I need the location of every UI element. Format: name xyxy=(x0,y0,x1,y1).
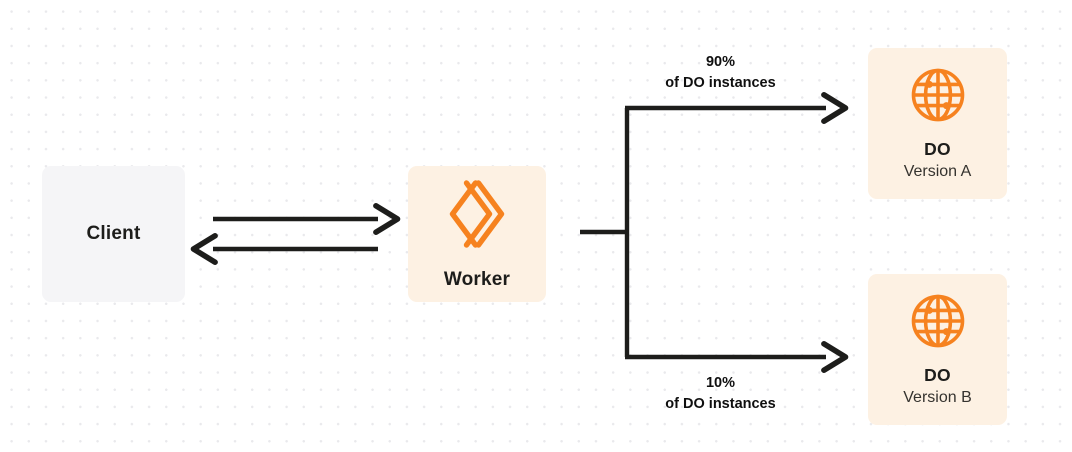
node-do-b-label: DO xyxy=(924,364,951,385)
node-worker[interactable]: Worker xyxy=(408,166,546,302)
edge-label-do-a-percent: 90% xyxy=(705,54,736,70)
node-client[interactable]: Client xyxy=(42,166,185,302)
node-worker-label: Worker xyxy=(443,268,511,290)
edge-label-do-a: 90% of DO instances xyxy=(633,52,808,94)
node-do-version-a[interactable]: DO Version A xyxy=(868,48,1007,199)
edge-label-do-b: 10% of DO instances xyxy=(633,373,808,415)
edge-worker-split-bus xyxy=(580,108,630,357)
node-client-label: Client xyxy=(86,222,141,244)
globe-icon xyxy=(909,66,967,124)
node-do-a-label: DO xyxy=(924,138,951,159)
node-do-b-sublabel: Version B xyxy=(903,389,972,407)
edge-label-do-b-caption: of DO instances xyxy=(665,396,776,413)
node-do-version-b[interactable]: DO Version B xyxy=(868,274,1007,425)
node-do-a-sublabel: Version A xyxy=(903,163,972,181)
cloudflare-workers-icon xyxy=(444,178,510,250)
edge-label-do-a-caption: of DO instances xyxy=(665,75,776,92)
edge-label-do-b-percent: 10% xyxy=(705,375,736,391)
globe-icon xyxy=(909,292,967,350)
